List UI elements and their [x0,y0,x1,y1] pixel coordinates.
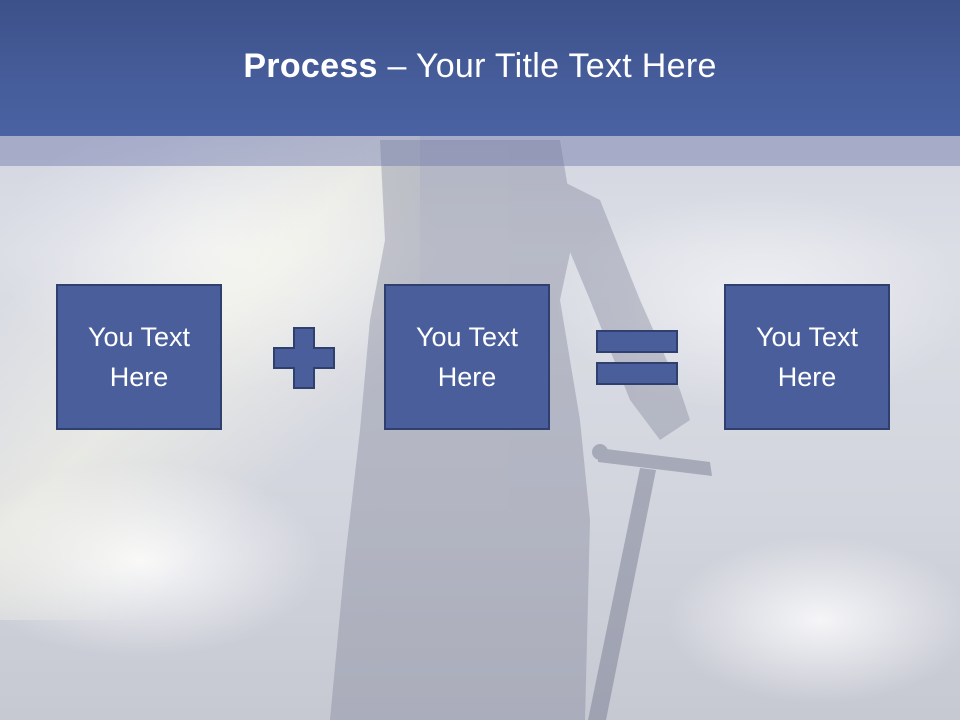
title-bar: Process – Your Title Text Here [0,0,960,136]
process-box-2[interactable]: You Text Here [384,284,550,430]
process-box-3-text: You Text Here [755,322,859,392]
plus-icon [273,327,335,389]
process-box-3[interactable]: You Text Here [724,284,890,430]
equals-icon [596,330,678,385]
process-box-1-text: You Text Here [87,322,191,392]
slide-title: Process – Your Title Text Here [243,47,716,86]
title-rest: – Your Title Text Here [377,46,717,85]
title-underline-strip [0,136,960,166]
title-bold: Process [243,46,378,85]
process-box-2-text: You Text Here [415,322,519,392]
process-box-1[interactable]: You Text Here [56,284,222,430]
